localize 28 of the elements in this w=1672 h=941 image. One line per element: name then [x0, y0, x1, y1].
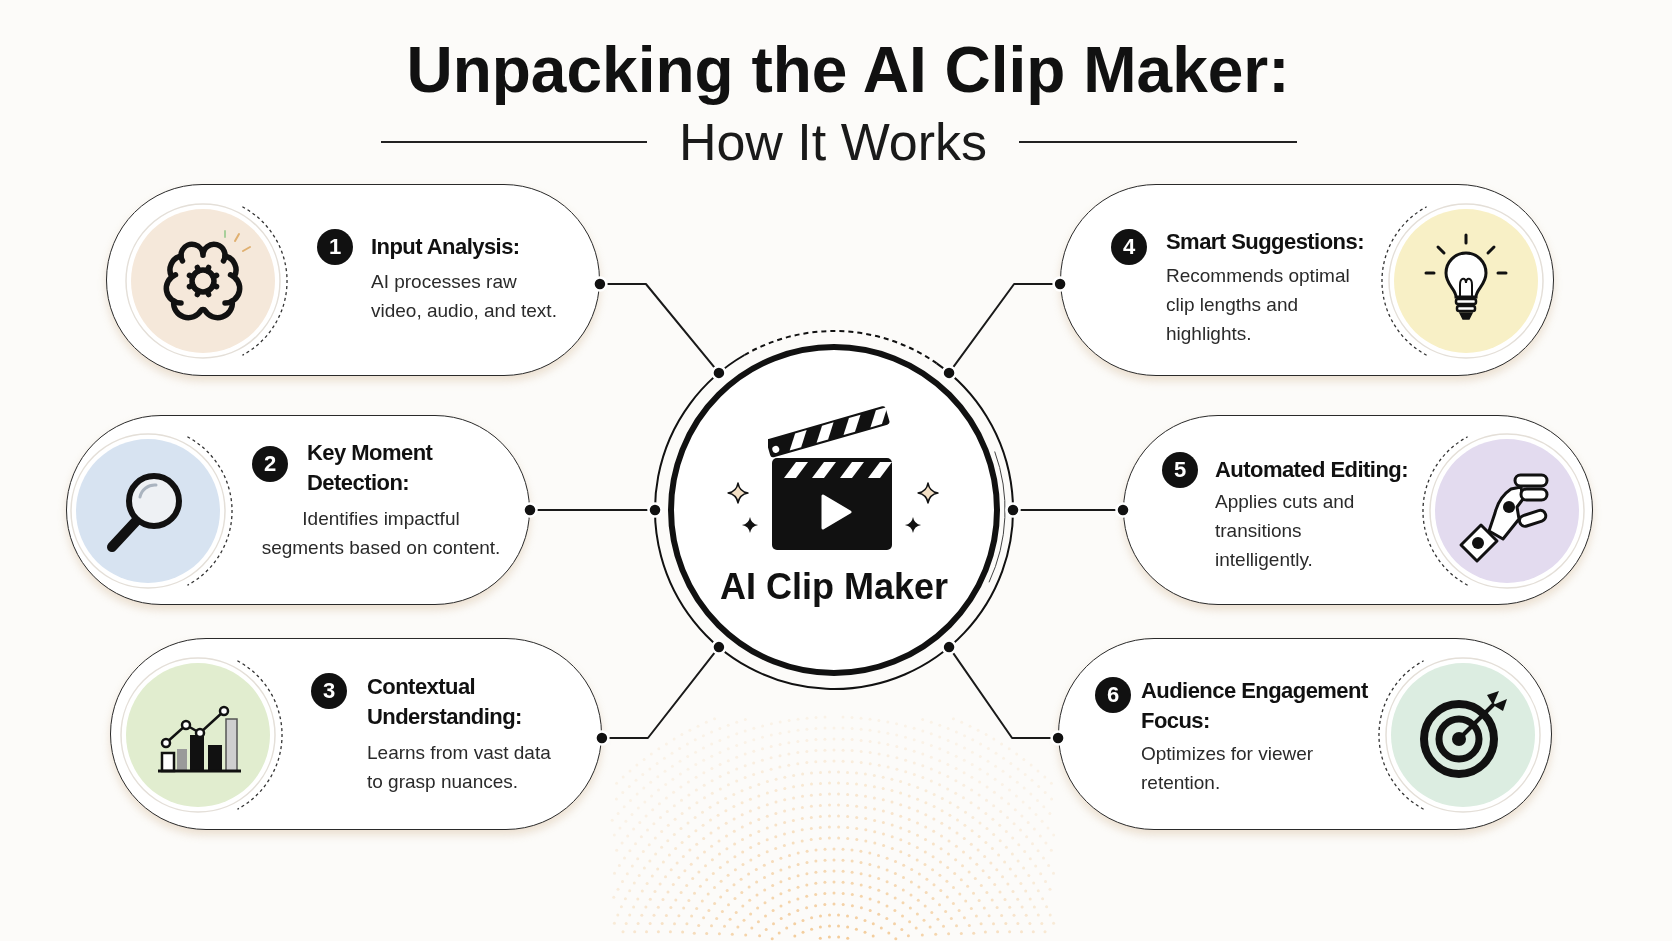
step-description: Recommends optimal clip lengths and highlights. — [1166, 265, 1350, 344]
step-title: Audience Engagement Focus: — [1141, 678, 1368, 733]
diagram-title: Unpacking the AI Clip Maker: — [406, 33, 1290, 108]
connector-line — [594, 639, 727, 746]
hub-label: AI Clip Maker — [719, 565, 949, 609]
step-title: Input Analysis: — [371, 234, 520, 259]
step-number: 3 — [311, 673, 347, 709]
step-description: Optimizes for viewer retention. — [1141, 743, 1314, 793]
step-title: Smart Suggestions: — [1166, 229, 1364, 254]
step-number: 1 — [317, 229, 353, 265]
connector-line — [941, 639, 1066, 746]
step-description: Identifies impactful segments based on content. — [261, 508, 501, 558]
step-number: 5 — [1162, 452, 1198, 488]
step-number: 2 — [252, 446, 288, 482]
subtitle: How It Works — [678, 112, 988, 172]
step-number: 4 — [1111, 229, 1147, 265]
connector-line — [522, 502, 663, 518]
step-number: 6 — [1095, 677, 1131, 713]
hub-circle — [653, 329, 1015, 691]
step-description: Learns from vast data to grasp nuances. — [367, 742, 551, 792]
step-description: Applies cuts and transitions intelligently. — [1215, 491, 1355, 570]
connector-line — [592, 276, 727, 381]
step-title: Contextual Understanding: — [367, 674, 522, 729]
connector-line — [1005, 502, 1131, 518]
step-title: Automated Editing: — [1215, 457, 1408, 482]
connector-line — [941, 276, 1068, 381]
step-description: AI processes raw video, audio, and text. — [371, 271, 557, 321]
step-title: Key Moment Detection: — [307, 440, 433, 495]
